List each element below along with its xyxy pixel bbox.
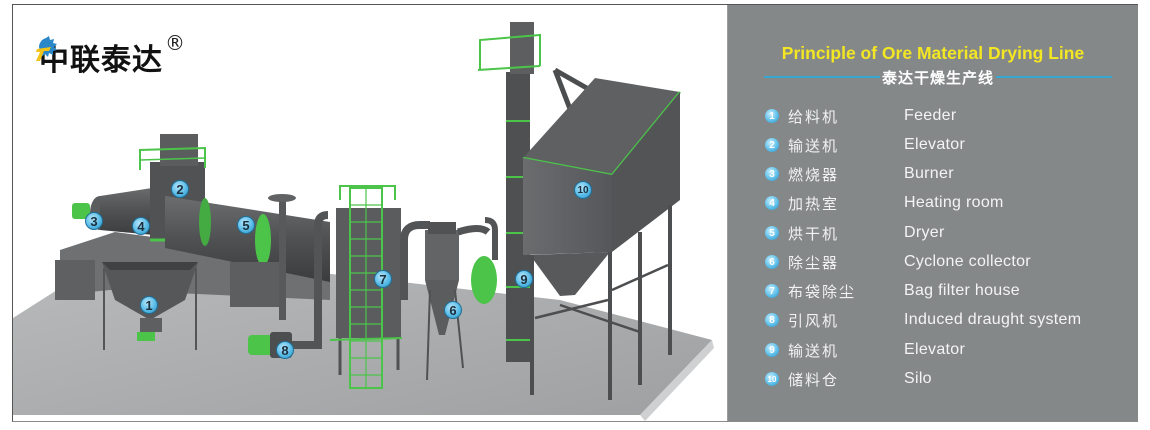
legend-item-cyclone-collector: 6 除尘器 Cyclone collector bbox=[765, 251, 1031, 273]
legend-label-cn: 加热室 bbox=[788, 194, 840, 213]
legend-item-induced-draught-system: 8 引风机 Induced draught system bbox=[765, 309, 1081, 331]
legend-label-cn: 引风机 bbox=[788, 311, 840, 330]
legend-item-elevator: 2 输送机 Elevator bbox=[765, 134, 965, 156]
brand-name: 中联泰达 bbox=[39, 43, 163, 78]
legend-panel: Principle of Ore Material Drying Line 泰达… bbox=[727, 5, 1138, 421]
legend-item-bag-filter-house: 7 布袋除尘 Bag filter house bbox=[765, 280, 1020, 302]
number-badge-icon: 6 bbox=[765, 255, 779, 269]
marker-8: 8 bbox=[276, 341, 294, 359]
legend-item-burner: 3 燃烧器 Burner bbox=[765, 163, 954, 185]
panel-title-en: Principle of Ore Material Drying Line bbox=[781, 43, 1085, 63]
legend-label-cn: 给料机 bbox=[788, 107, 840, 126]
legend-item-dryer: 5 烘干机 Dryer bbox=[765, 222, 944, 244]
legend-label-cn: 烘干机 bbox=[788, 224, 840, 243]
marker-10: 10 bbox=[574, 181, 592, 199]
panel-title-cn: 泰达干燥生产线 bbox=[882, 68, 995, 87]
registered-mark: ® bbox=[165, 31, 185, 55]
legend-label-cn: 除尘器 bbox=[788, 253, 840, 272]
number-badge-icon: 7 bbox=[765, 284, 779, 298]
number-badge-icon: 10 bbox=[765, 372, 779, 386]
panel-subtitle-row: 泰达干燥生产线 bbox=[764, 67, 1113, 87]
marker-2: 2 bbox=[171, 180, 189, 198]
number-badge-icon: 5 bbox=[765, 226, 779, 240]
number-badge-icon: 2 bbox=[765, 138, 779, 152]
legend-label-en: Feeder bbox=[904, 107, 957, 124]
marker-4: 4 bbox=[132, 217, 150, 235]
legend-label-en: Silo bbox=[904, 370, 932, 387]
legend-label-en: Burner bbox=[904, 165, 954, 182]
marker-9: 9 bbox=[515, 270, 533, 288]
equipment-drawing bbox=[13, 22, 714, 421]
marker-6: 6 bbox=[444, 301, 462, 319]
divider-line-right bbox=[996, 76, 1113, 78]
number-badge-icon: 3 bbox=[765, 167, 779, 181]
legend-label-cn: 输送机 bbox=[788, 136, 840, 155]
marker-3: 3 bbox=[85, 212, 103, 230]
company-logo: 中联泰达 ® bbox=[33, 31, 185, 79]
marker-5: 5 bbox=[237, 216, 255, 234]
legend-item-heating-room: 4 加热室 Heating room bbox=[765, 192, 1003, 214]
legend-label-en: Bag filter house bbox=[904, 282, 1020, 299]
legend-label-cn: 燃烧器 bbox=[788, 165, 840, 184]
legend-label-cn: 储料仓 bbox=[788, 370, 840, 389]
marker-1: 1 bbox=[140, 296, 158, 314]
legend-item-elevator-2: 9 输送机 Elevator bbox=[765, 339, 965, 361]
number-badge-icon: 1 bbox=[765, 109, 779, 123]
marker-7: 7 bbox=[374, 270, 392, 288]
legend-label-en: Heating room bbox=[904, 194, 1004, 211]
legend-label-en: Cyclone collector bbox=[904, 253, 1031, 270]
number-badge-icon: 8 bbox=[765, 313, 779, 327]
legend-item-feeder: 1 给料机 Feeder bbox=[765, 105, 956, 127]
divider-line-left bbox=[764, 76, 880, 78]
number-badge-icon: 9 bbox=[765, 343, 779, 357]
drying-line-illustration: 中联泰达 ® 1 2 3 4 5 6 7 8 9 10 bbox=[13, 5, 727, 421]
legend-label-cn: 布袋除尘 bbox=[788, 282, 857, 301]
legend-label-en: Dryer bbox=[904, 224, 945, 241]
image-frame bbox=[12, 4, 1138, 422]
legend-label-en: Induced draught system bbox=[904, 311, 1082, 328]
number-badge-icon: 4 bbox=[765, 196, 779, 210]
legend-label-en: Elevator bbox=[904, 136, 966, 153]
legend-item-silo: 10 储料仓 Silo bbox=[765, 368, 932, 390]
legend-label-en: Elevator bbox=[904, 341, 966, 358]
gear-flame-logo-icon bbox=[36, 36, 57, 61]
legend-label-cn: 输送机 bbox=[788, 341, 840, 360]
